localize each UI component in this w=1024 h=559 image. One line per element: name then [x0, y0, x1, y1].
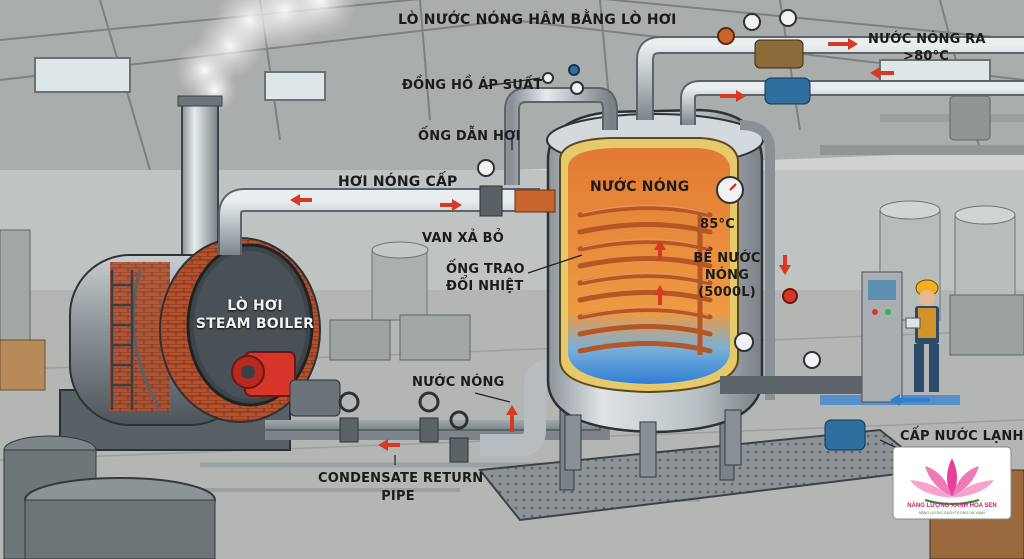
top-piping [504, 9, 1024, 400]
control-panel [861, 271, 903, 403]
label-heat-exchanger-2: ĐỔI NHIỆT [446, 279, 524, 294]
boiler-chimney [177, 95, 223, 271]
diagram-title: LÒ NƯỚC NÓNG HÂM BẰNG LÒ HƠI [398, 12, 677, 28]
label-temperature: 85°C [700, 217, 735, 232]
logo-tagline: NĂNG LƯỢNG SẠCH TƯƠNG LAI XANH [918, 511, 986, 515]
steam-supply-pipe [218, 159, 556, 255]
label-boiler-1: LÒ HƠI [227, 298, 283, 314]
arrow-return-left-head [870, 67, 880, 79]
leader-lines [394, 77, 913, 465]
steam-boiler [59, 237, 341, 451]
label-condensate-1: CONDENSATE RETURN [318, 471, 484, 486]
label-hot-water-out-1: NƯỚC NÓNG RA [868, 32, 986, 47]
arrow-hot-out-head [848, 38, 858, 50]
arrow-condensate-left-head [378, 439, 388, 451]
arrow-coil-up-2-head [654, 285, 666, 295]
label-hot-water-pipe: NƯỚC NÓNG [412, 375, 505, 390]
arrow-steam-left-head [290, 194, 300, 206]
label-tank-2: NÓNG [704, 268, 750, 283]
arrow-top-right-head [736, 90, 746, 102]
logo-lotus-icon [892, 446, 1012, 520]
label-drain-valve: VAN XẢ BỎ [422, 231, 505, 246]
label-hot-water-out-2: >80°C [903, 49, 950, 64]
arrow-down-side-head [779, 265, 791, 275]
arrow-coil-up-1-head [654, 240, 666, 250]
chimney-smoke [175, 0, 358, 112]
label-heat-exchanger-1: ỐNG TRAO [446, 262, 525, 277]
arrow-steam-right-head [452, 199, 462, 211]
label-cold-water-supply: CẤP NƯỚC LẠNH [900, 429, 1024, 444]
arrow-cold-in-head [890, 394, 900, 406]
hot-water-tank [546, 108, 764, 478]
label-tank-1: BỂ NƯỚC [693, 251, 761, 266]
logo-name: NĂNG LƯỢNG XANH HOA SEN [907, 503, 997, 509]
label-pressure-gauge: ĐỒNG HỒ ÁP SUẤT [402, 78, 543, 93]
label-steam-supply: HƠI NÓNG CẤP [338, 174, 458, 190]
flow-arrows [290, 38, 930, 451]
label-hot-water-inside: NƯỚC NÓNG [590, 179, 690, 195]
label-tank-3: (5000L) [698, 285, 756, 300]
worker [905, 279, 939, 392]
label-condensate-2: PIPE [381, 489, 415, 504]
label-steam-pipe: ỐNG DẪN HƠI [418, 129, 521, 144]
arrow-hot-up-head [506, 405, 518, 415]
label-boiler-2: STEAM BOILER [195, 316, 315, 332]
